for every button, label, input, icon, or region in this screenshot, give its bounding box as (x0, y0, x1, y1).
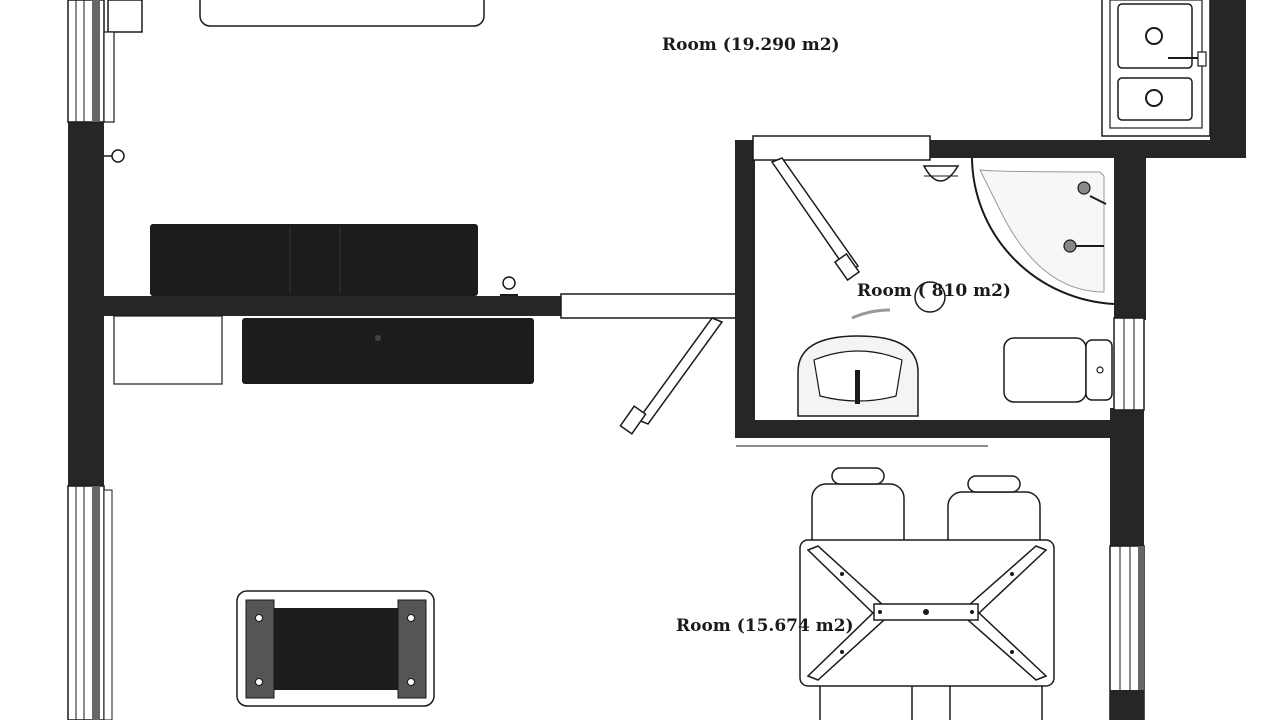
interior-partition-wall (100, 296, 562, 316)
wardrobe-lower (242, 318, 534, 384)
bathroom-window (1113, 317, 1145, 411)
partition-door[interactable] (560, 293, 737, 435)
wall-cabinet (103, 0, 143, 163)
shower-drain (922, 165, 960, 182)
washbasin (797, 308, 919, 417)
left-exterior-wall (67, 0, 113, 720)
room-label-living: Room (19.290 m2) (662, 35, 840, 55)
cabinet-box (113, 315, 223, 385)
wardrobe-upper (150, 224, 478, 296)
room-label-dining: Room (15.674 m2) (676, 616, 854, 636)
round-mirror (914, 281, 946, 313)
sofa (199, 0, 485, 27)
wall-lamp (500, 276, 518, 296)
corner-shower (971, 157, 1115, 305)
room-label-bathroom: Room ( 810 m2) (857, 281, 1011, 301)
kitchen-sink (1101, 0, 1211, 137)
coffee-table (236, 590, 435, 707)
right-exterior-wall (1109, 545, 1145, 720)
toilet (1003, 337, 1113, 403)
dining-table-set (799, 467, 1055, 720)
bathroom-walls (735, 0, 1246, 548)
bathroom-door[interactable] (752, 135, 931, 282)
